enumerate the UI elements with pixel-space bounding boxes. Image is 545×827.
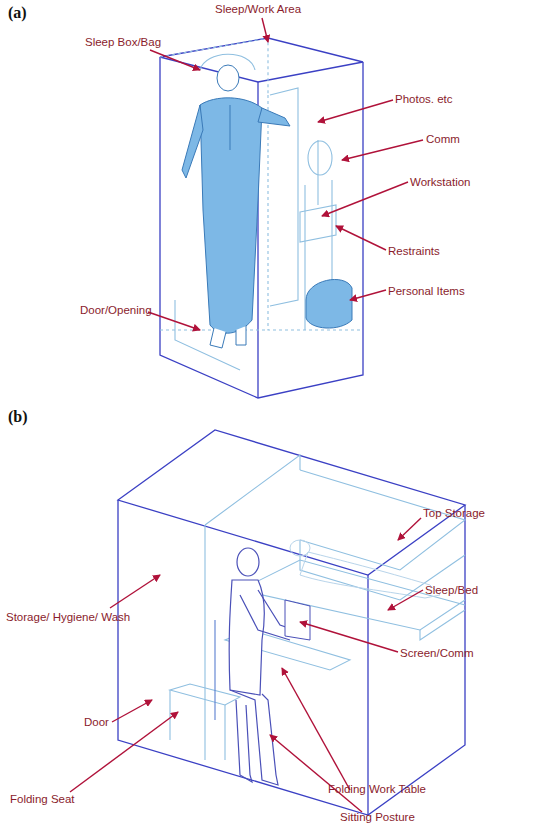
- sleep-box-outline: [160, 38, 363, 398]
- inner-lines: [160, 38, 363, 370]
- part-label: Sleep/Bed: [425, 583, 478, 597]
- lying-person: [290, 540, 440, 598]
- cabin-inner-lines: [170, 455, 465, 760]
- part-label: Folding Work Table: [328, 782, 426, 796]
- part-label: Screen/Comm: [400, 646, 474, 660]
- part-label: Storage/ Hygiene/ Wash: [6, 610, 130, 624]
- part-label: Top Storage: [423, 506, 485, 520]
- part-label: Restraints: [388, 244, 440, 258]
- sleeping-person: [182, 65, 290, 348]
- part-label: Sitting Posture: [340, 810, 415, 824]
- part-label: Personal Items: [388, 284, 465, 298]
- part-label: Folding Seat: [10, 792, 75, 806]
- part-label: Sleep Box/Bag: [85, 35, 161, 49]
- laptop: [285, 600, 310, 640]
- part-label: Workstation: [410, 175, 471, 189]
- panel-letter: (b): [8, 410, 28, 424]
- cabin-outline: [118, 430, 465, 815]
- part-label: Sleep/Work Area: [215, 2, 301, 16]
- part-label: Door: [84, 715, 109, 729]
- leader-arrows: [70, 18, 423, 812]
- personal-items-bag: [306, 279, 352, 328]
- part-label: Photos. etc: [395, 92, 453, 106]
- part-label: Comm: [426, 132, 460, 146]
- part-label: Door/Opening: [80, 303, 152, 317]
- panel-letter: (a): [8, 6, 27, 20]
- seated-person: [229, 548, 300, 785]
